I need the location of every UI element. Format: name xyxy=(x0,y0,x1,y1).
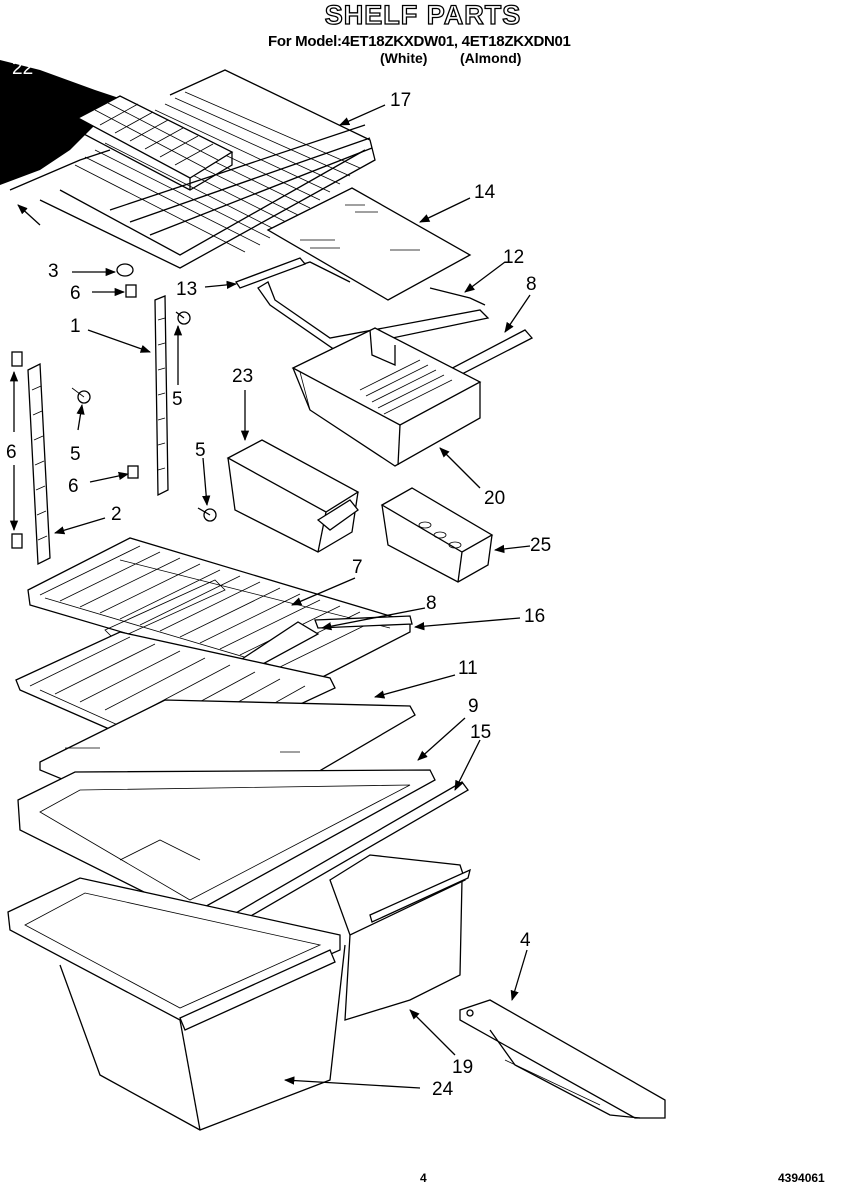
callout-17: 17 xyxy=(390,90,411,111)
callout-11: 11 xyxy=(458,658,478,679)
part-20-meat-drawer xyxy=(291,327,482,467)
callout-5-left: 5 xyxy=(70,444,81,465)
callout-22: 22 xyxy=(12,58,33,79)
color-label-almond: (Almond) xyxy=(460,50,522,66)
callout-12: 12 xyxy=(503,247,524,268)
part-24-crisper-drawer xyxy=(7,877,346,1131)
part-25-small-bin xyxy=(380,487,494,583)
model-line: For Model:4ET18ZKXDW01, 4ET18ZKXDN01 xyxy=(268,33,571,50)
part-14-glass-shelf xyxy=(266,187,472,301)
callout-13: 13 xyxy=(176,279,197,300)
callout-4: 4 xyxy=(520,930,531,951)
callout-6-left: 6 xyxy=(6,442,17,463)
callout-5-lower: 5 xyxy=(195,440,206,461)
part-3-clip xyxy=(116,263,134,277)
part-19-crisper-drawer xyxy=(329,854,471,1021)
callout-8-middle: 8 xyxy=(426,593,437,614)
callout-8-upper: 8 xyxy=(526,274,537,295)
part-23-door-bin xyxy=(226,439,360,553)
callout-23: 23 xyxy=(232,366,253,387)
callout-14: 14 xyxy=(474,182,496,203)
callout-16: 16 xyxy=(524,606,545,627)
part-13-rail xyxy=(235,257,307,289)
callout-5-upper: 5 xyxy=(172,389,183,410)
part-1-shelf-ladder-right xyxy=(154,295,169,497)
callout-7: 7 xyxy=(352,557,363,578)
callout-2: 2 xyxy=(111,504,122,525)
callout-labels: 22 17 14 3 12 13 8 6 1 5 23 6 5 5 6 20 2… xyxy=(6,58,551,1100)
callout-19: 19 xyxy=(452,1057,473,1078)
part-4-bracket xyxy=(459,999,666,1119)
callout-20: 20 xyxy=(484,488,505,509)
page-title: SHELF PARTS xyxy=(324,0,522,31)
callout-3: 3 xyxy=(48,261,59,282)
part-5-screws xyxy=(71,311,217,522)
part-22-freezer-corner xyxy=(0,60,125,191)
page-number: 4 xyxy=(420,1171,427,1185)
document-number: 4394061 xyxy=(778,1171,825,1185)
callout-6-top: 6 xyxy=(70,283,81,304)
leader-arrows xyxy=(9,104,531,1089)
ice-cube-tray xyxy=(76,95,234,191)
callout-1: 1 xyxy=(70,316,81,337)
callout-6-lower: 6 xyxy=(68,476,79,497)
callout-25: 25 xyxy=(530,535,551,556)
part-6-caps xyxy=(11,284,139,549)
color-label-white: (White) xyxy=(380,50,428,66)
callout-24: 24 xyxy=(432,1079,454,1100)
part-9-crisper-cover-frame xyxy=(17,769,436,916)
callout-9: 9 xyxy=(468,696,479,717)
callout-15: 15 xyxy=(470,722,491,743)
part-2-shelf-ladder-left xyxy=(27,362,51,566)
